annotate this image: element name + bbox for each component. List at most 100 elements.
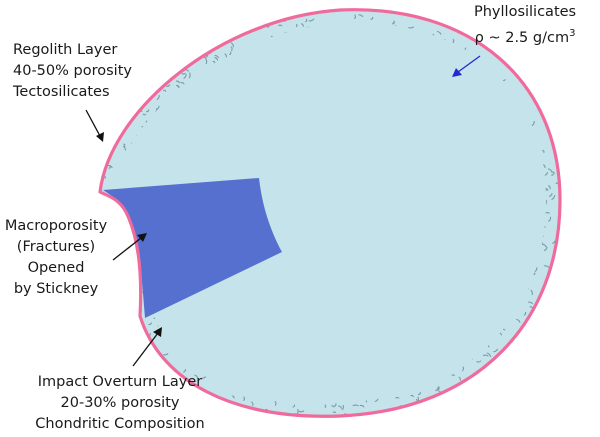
macroporosity-wedge — [103, 178, 282, 318]
regolith-speckle — [124, 292, 131, 296]
regolith-line-2: 40-50% porosity — [13, 63, 132, 79]
macroporosity-arrow — [112, 233, 147, 261]
regolith-speckle — [534, 267, 538, 272]
regolith-speckle — [108, 165, 111, 169]
regolith-speckle — [123, 143, 126, 147]
regolith-line-1: Regolith Layer — [13, 42, 118, 58]
regolith-speckle — [214, 57, 219, 61]
regolith-speckle — [112, 274, 117, 277]
regolith-speckle — [122, 145, 126, 151]
regolith-speckle — [531, 120, 535, 126]
impact-line-2: 20-30% porosity — [60, 395, 180, 411]
regolith-speckle — [125, 254, 129, 259]
regolith-speckle — [436, 30, 442, 35]
regolith-speckle — [437, 386, 440, 392]
density-exponent: 3 — [569, 28, 576, 39]
regolith-speckle — [214, 54, 219, 59]
regolith-speckle — [224, 53, 228, 58]
regolith-speckle — [180, 81, 185, 85]
regolith-speckle — [543, 246, 548, 252]
regolith-speckle — [256, 21, 259, 25]
phyllosilicates-arrow — [452, 55, 481, 77]
regolith-speckle — [230, 46, 233, 52]
regolith-speckle — [551, 173, 554, 176]
regolith-speckle — [163, 353, 169, 356]
regolith-speckle — [392, 20, 395, 24]
regolith-speckle — [205, 58, 208, 65]
regolith-speckle — [128, 282, 133, 286]
regolith-speckle — [103, 204, 108, 209]
regolith-speckle — [122, 298, 126, 302]
regolith-speckle — [552, 240, 556, 244]
regolith-line-3: Tectosilicates — [13, 84, 110, 100]
regolith-label: Regolith Layer 40-50% porosity Tectosili… — [13, 40, 132, 103]
regolith-speckle — [542, 164, 546, 169]
regolith-speckle — [123, 280, 127, 283]
regolith-speckle — [229, 51, 232, 56]
regolith-speckle — [295, 23, 298, 28]
regolith-speckle — [145, 109, 150, 113]
regolith-speckle — [530, 289, 533, 296]
regolith-speckle — [116, 264, 122, 268]
macroporosity-line-1: Macroporosity — [4, 218, 108, 234]
regolith-speckle — [300, 23, 304, 27]
macroporosity-line-4: by Stickney — [13, 281, 99, 297]
regolith-speckle — [543, 265, 550, 269]
regolith-speckle — [435, 386, 439, 392]
regolith-speckle — [122, 272, 129, 275]
regolith-speckle — [231, 395, 235, 399]
regolith-speckle — [121, 229, 126, 233]
regolith-speckle — [408, 26, 414, 29]
regolith-speckle — [276, 14, 280, 19]
regolith-speckle — [119, 210, 124, 215]
regolith-speckle — [395, 396, 400, 399]
regolith-speckle — [334, 403, 337, 407]
regolith-speckle — [194, 374, 199, 379]
regolith-speckle — [227, 29, 231, 33]
regolith-speckle — [163, 89, 167, 92]
regolith-speckle — [370, 16, 374, 20]
regolith-speckle — [175, 80, 180, 84]
regolith-speckle — [156, 95, 160, 100]
regolith-speckle — [207, 40, 211, 44]
regolith-speckle — [148, 322, 152, 326]
regolith-speckle — [545, 212, 550, 214]
regolith-speckle — [136, 277, 139, 284]
regolith-speckle — [126, 297, 132, 300]
regolith-speckle — [243, 396, 245, 401]
regolith-speckle — [116, 224, 120, 228]
regolith-speckle — [462, 366, 465, 372]
macroporosity-line-2: (Fractures) — [16, 239, 96, 255]
regolith-speckle — [331, 405, 335, 408]
regolith-speckle — [548, 185, 551, 190]
regolith-speckle — [541, 243, 547, 248]
regolith-speckle — [118, 228, 121, 234]
regolith-speckle — [183, 368, 187, 373]
regolith-arrow — [85, 109, 104, 142]
regolith-speckle — [358, 14, 364, 18]
regolith-speckle — [544, 171, 548, 176]
regolith-speckle — [115, 248, 120, 252]
regolith-speckle — [342, 404, 345, 411]
regolith-speckle — [551, 171, 555, 174]
phyllosilicates-title: Phyllosilicates — [474, 4, 577, 20]
regolith-speckle — [251, 401, 254, 407]
regolith-speckle — [452, 38, 455, 44]
regolith-speckle — [114, 265, 120, 269]
regolith-speckle — [124, 232, 128, 235]
regolith-speckle — [183, 62, 188, 65]
regolith-speckle — [476, 360, 482, 363]
regolith-speckle — [493, 348, 498, 353]
regolith-speckle — [542, 150, 545, 154]
phyllosilicates-label: Phyllosilicates ρ ~ 2.5 g/cm3 — [474, 2, 576, 49]
impact-label: Impact Overturn Layer 20-30% porosity Ch… — [30, 372, 210, 435]
regolith-speckle — [278, 24, 283, 27]
density-text: ρ ~ 2.5 g/cm3 — [474, 28, 576, 46]
regolith-speckle — [187, 51, 190, 55]
regolith-speckle — [274, 401, 277, 406]
regolith-speckle — [112, 246, 118, 249]
regolith-speckle — [112, 225, 118, 228]
regolith-speckle — [548, 193, 553, 197]
regolith-speckle — [203, 42, 208, 46]
regolith-speckle — [142, 113, 147, 116]
